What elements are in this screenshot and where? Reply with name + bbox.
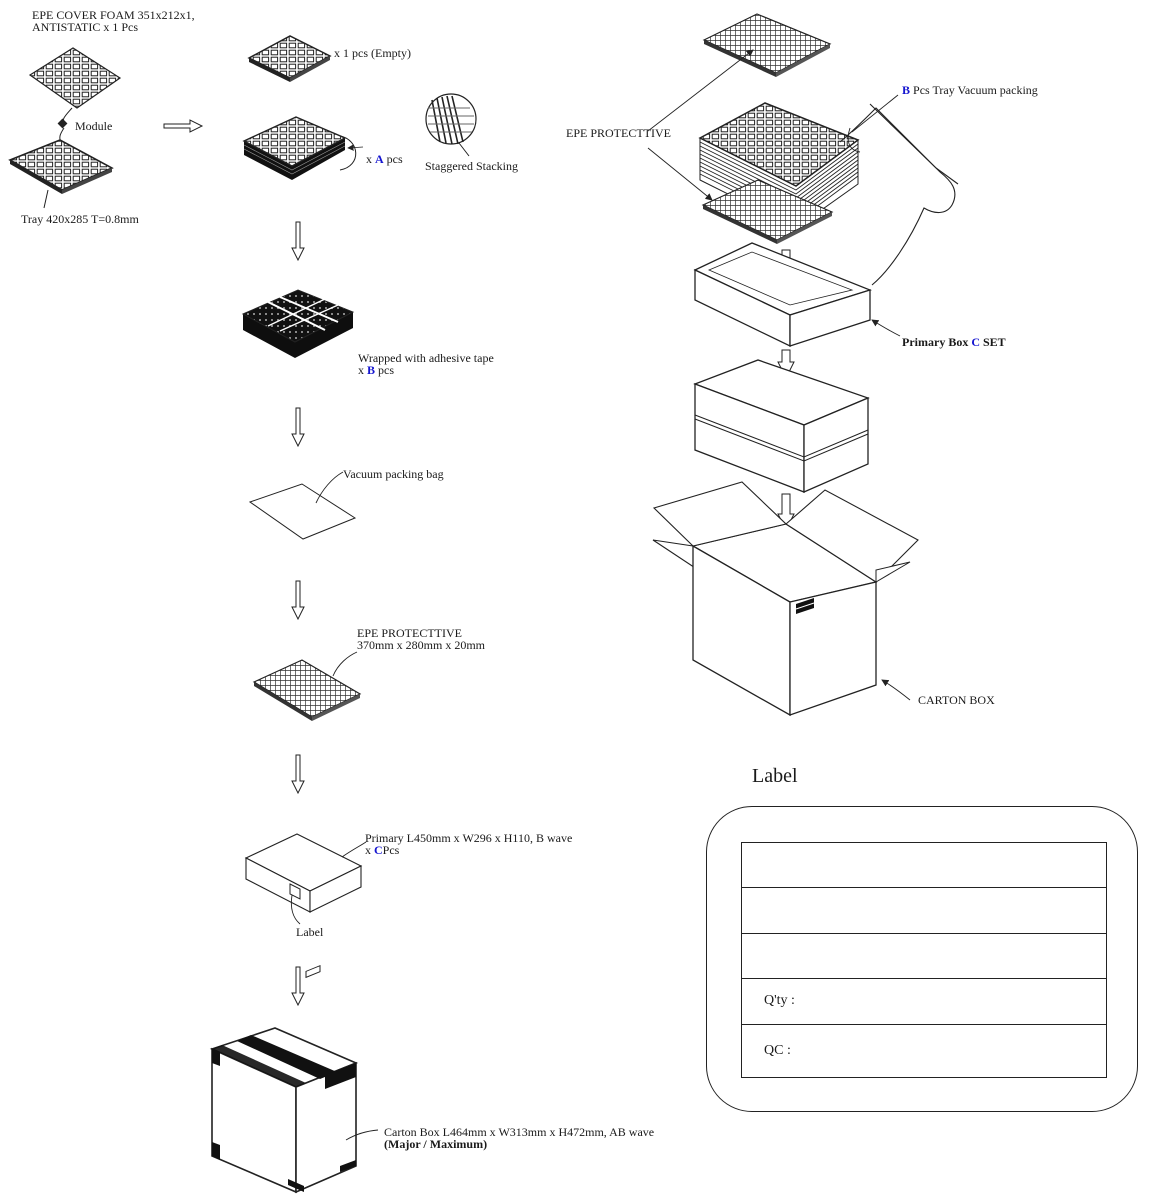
- module-icon: [57, 118, 68, 129]
- staggered-detail-magnifier: [425, 93, 477, 157]
- tray-stack-right: [698, 94, 959, 286]
- down-arrow-icon-4: [291, 754, 305, 795]
- carton-open-right: [652, 481, 919, 717]
- tray-drawing: [8, 139, 114, 194]
- tray-label: Tray 420x285 T=0.8mm: [21, 212, 139, 226]
- cover-foam-label: EPE COVER FOAM 351x212x1, ANTISTATIC x 1…: [32, 8, 195, 34]
- label-table: Q'ty : QC :: [741, 842, 1107, 1078]
- down-arrow-icon-3: [291, 580, 305, 621]
- empty-tray-drawing: [247, 35, 332, 82]
- empty-tray-label: x 1 pcs (Empty): [334, 46, 411, 60]
- epe-label: EPE PROTECTTIVE 370mm x 280mm x 20mm: [357, 626, 486, 652]
- label-panel-title: Label: [752, 765, 798, 787]
- wrapped-label: Wrapped with adhesive tape x B pcs: [358, 351, 494, 377]
- label-row: [742, 843, 1106, 889]
- right-arrow-icon: [163, 119, 204, 133]
- label-row-qc: QC :: [764, 1042, 791, 1058]
- carton-box-label: CARTON BOX: [918, 693, 995, 707]
- primary-box-drawing: [244, 833, 367, 925]
- cover-foam-drawing: [28, 47, 122, 109]
- down-arrow-icon-1: [291, 221, 305, 262]
- primary-box-stack: [693, 359, 870, 493]
- primary-box-label-tag: Label: [296, 925, 324, 939]
- down-arrow-icon-5: [291, 966, 305, 1007]
- epe-sheet-top: [702, 13, 832, 77]
- vacuum-bag-label: Vacuum packing bag: [343, 467, 444, 481]
- epe-sheet-drawing: [252, 651, 362, 721]
- epe-protective-label: EPE PROTECTTIVE: [566, 126, 671, 140]
- down-arrow-icon-r2: [777, 349, 795, 380]
- carton-box-drawing: [209, 965, 379, 1194]
- carton-label: Carton Box L464mm x W313mm x H472mm, AB …: [384, 1125, 655, 1151]
- primary-box-open: [693, 242, 901, 348]
- vacuum-bag-drawing: [248, 471, 357, 540]
- label-row: [742, 888, 1106, 934]
- staggered-stacking-label: Staggered Stacking: [425, 159, 518, 173]
- stacked-trays-drawing: [242, 116, 364, 180]
- tray-vacuum-label: B Pcs Tray Vacuum packing: [902, 83, 1038, 97]
- label-panel: [706, 806, 1138, 1112]
- stack-count-label: x A pcs: [366, 152, 403, 166]
- down-arrow-icon-2: [291, 407, 305, 448]
- wrapped-trays-drawing: [241, 289, 355, 358]
- primary-label: Primary L450mm x W296 x H110, B wave x C…: [365, 831, 573, 857]
- epe-sheet-bottom: [701, 179, 834, 244]
- label-row: [742, 934, 1106, 980]
- module-label: Module: [75, 119, 113, 133]
- label-row-qty: Q'ty :: [742, 979, 1106, 1025]
- primary-box-set-label: Primary Box C SET: [902, 335, 1006, 349]
